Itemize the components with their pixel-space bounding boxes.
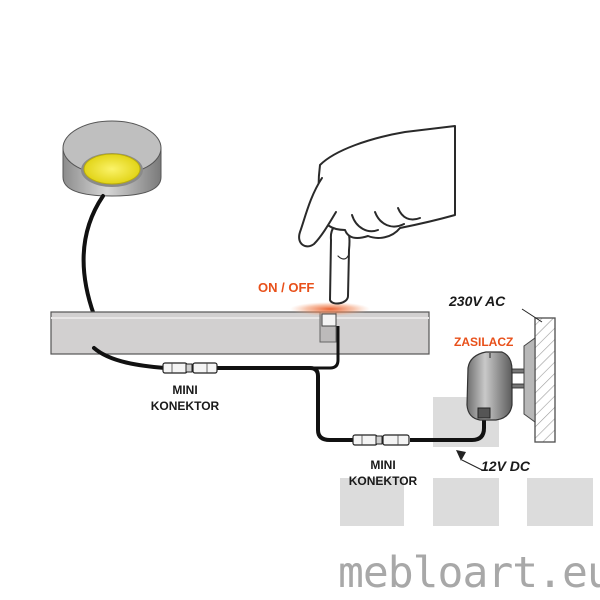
pointing-hand-icon	[298, 125, 456, 305]
bg-block	[433, 478, 499, 526]
watermark-text: mebloart.eu	[338, 548, 600, 598]
mini-konektor-bottom-label: MINI KONEKTOR	[348, 459, 418, 487]
adapter-cable	[410, 412, 486, 442]
led-puck-lamp-icon	[62, 120, 162, 197]
voltage-dc-label: 12V DC	[481, 458, 531, 474]
wall-socket-icon	[523, 317, 556, 443]
mini-konektor-bottom-line1: MINI	[370, 458, 396, 472]
cable-segment	[215, 366, 355, 442]
lamp-cable	[81, 194, 105, 317]
mini-connector-left	[162, 362, 218, 374]
leader-arrow-dc	[456, 450, 483, 471]
zasilacz-label: ZASILACZ	[454, 335, 514, 349]
bg-block	[340, 478, 404, 526]
voltage-ac-label: 230V AC	[449, 293, 506, 309]
mini-konektor-left-line2: KONEKTOR	[150, 399, 220, 413]
cable-segment	[92, 346, 167, 370]
touch-switch	[290, 302, 370, 327]
shelf-board	[50, 311, 430, 355]
leader-line-ac	[521, 308, 543, 323]
power-adapter-icon	[466, 351, 529, 421]
mini-konektor-left-line1: MINI	[172, 383, 198, 397]
on-off-label: ON / OFF	[258, 280, 315, 295]
switch-cable	[310, 326, 340, 370]
mini-konektor-bottom-line2: KONEKTOR	[348, 474, 418, 488]
mini-connector-bottom	[352, 434, 410, 446]
bg-block	[527, 478, 593, 526]
switch-housing	[321, 313, 337, 327]
mini-konektor-left-label: MINI KONEKTOR	[150, 384, 220, 412]
